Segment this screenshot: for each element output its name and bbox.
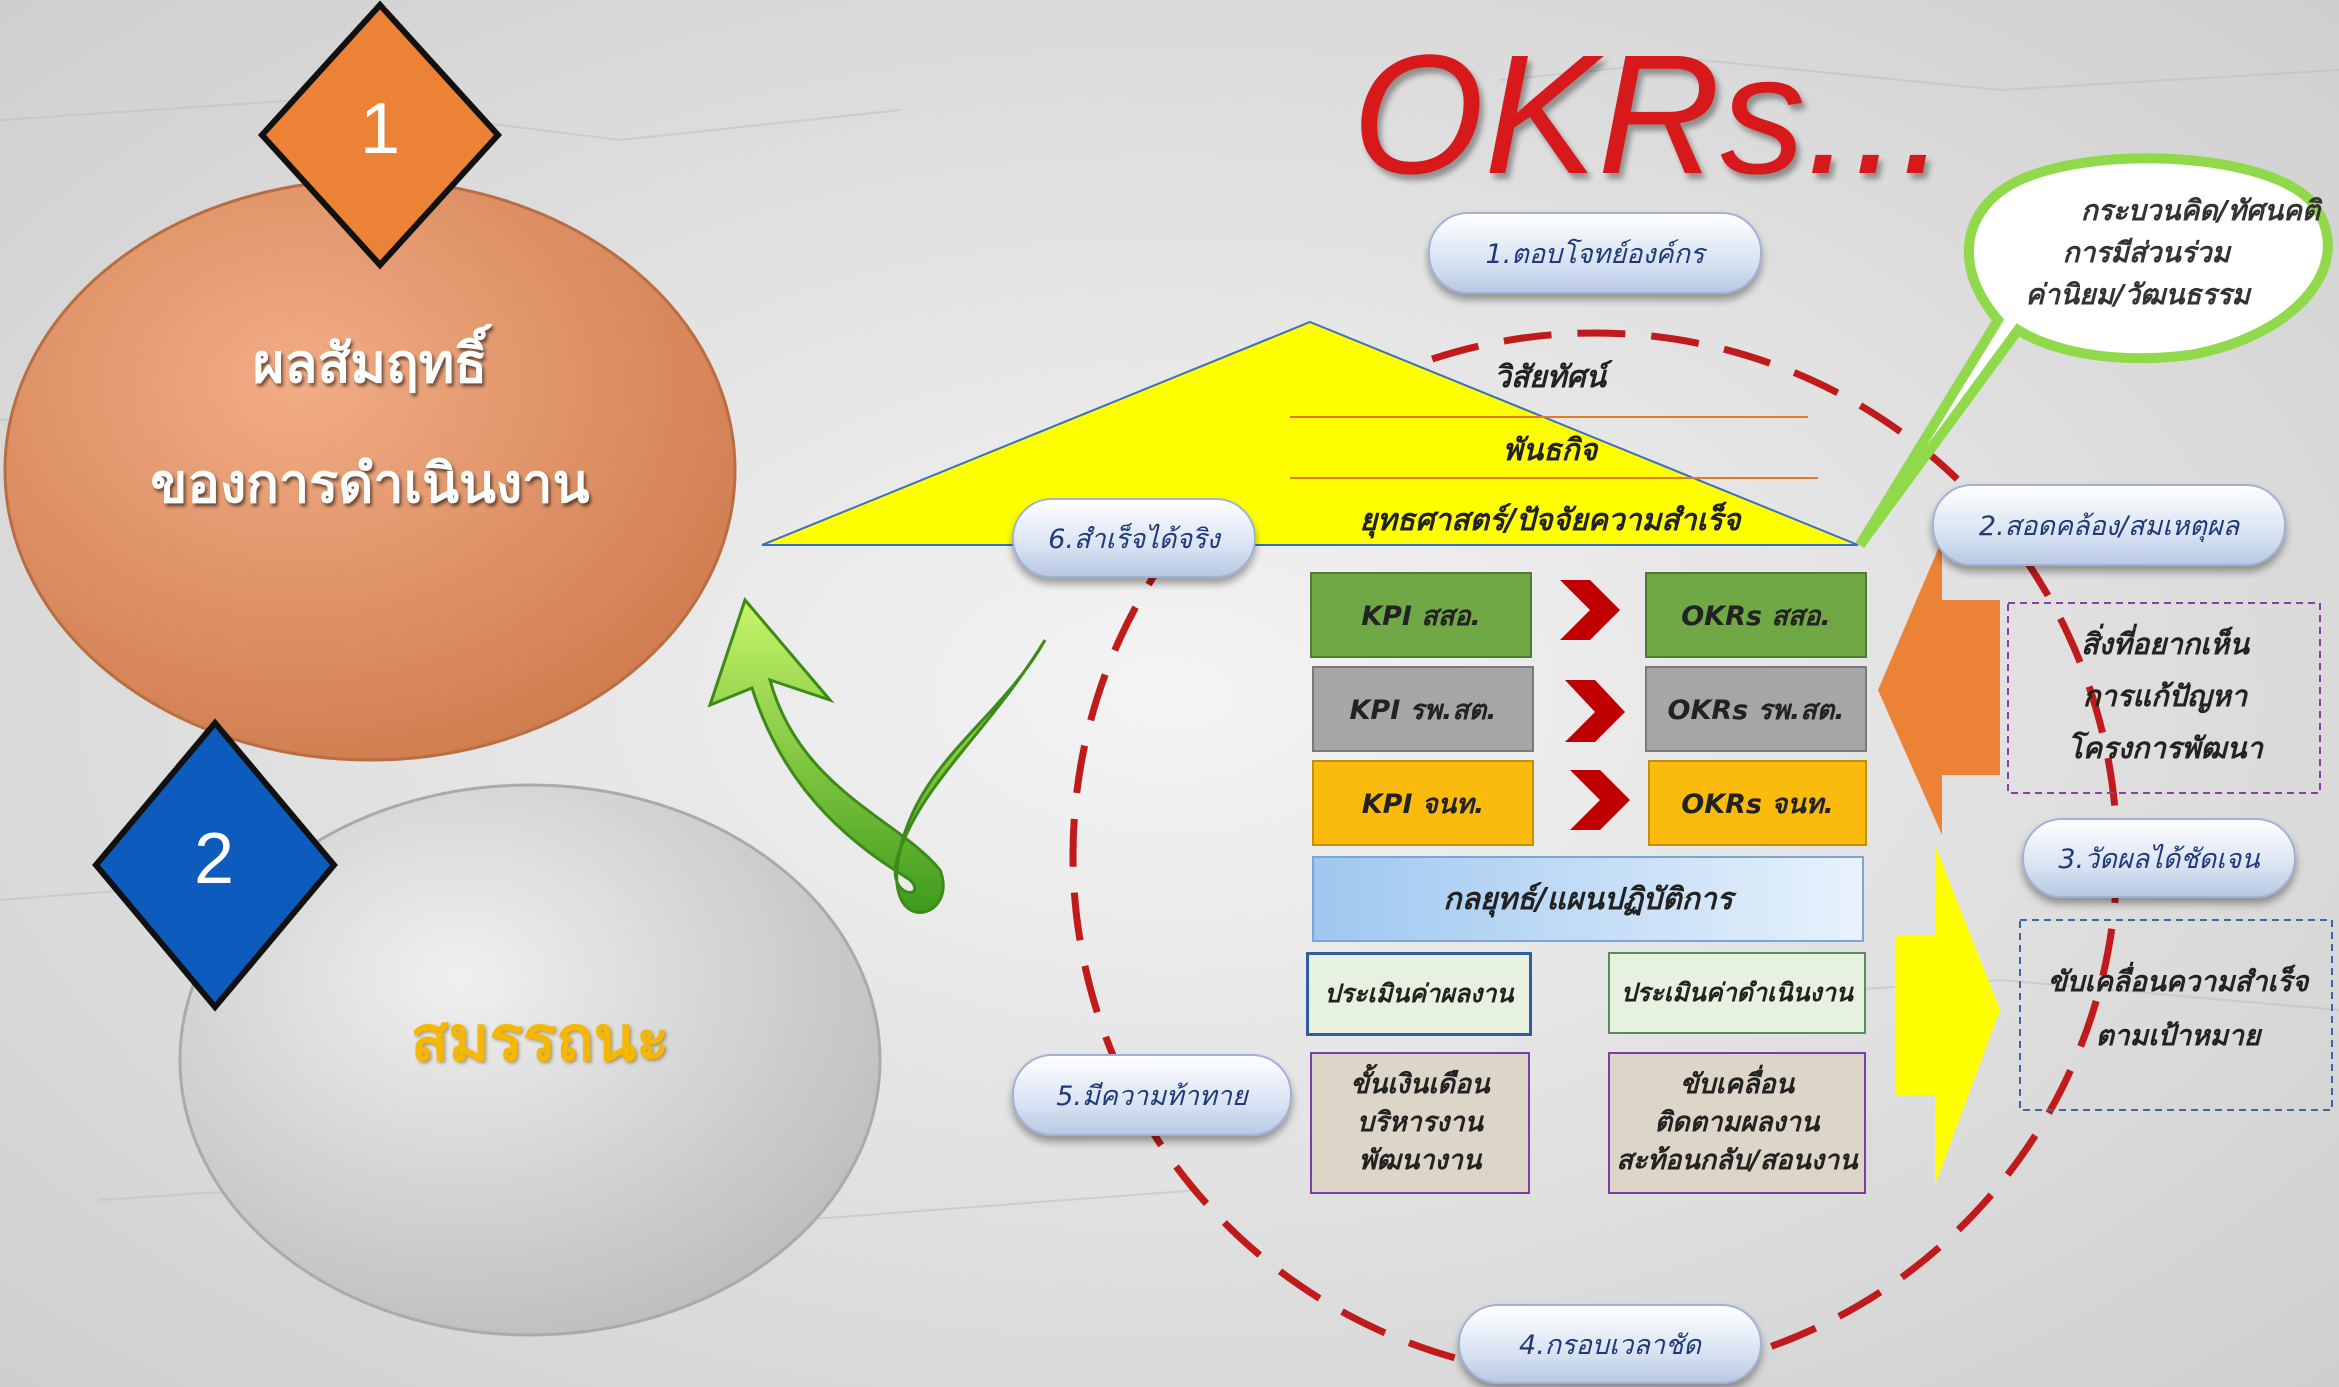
performance-label-line2: ของการดำเนินงาน [150, 452, 590, 515]
chevron-icon-2 [1565, 680, 1625, 742]
callout-line1: กระบวนคิด/ทัศนคติ [2080, 194, 2320, 227]
criterion-1-pill: 1.ตอบโจทย์องค์กร [1428, 212, 1762, 294]
okrs-title: OKRs... [1352, 20, 1948, 210]
diamond-1-number: 1 [360, 89, 401, 169]
pyramid [761, 320, 1859, 546]
drive-text: ขับเคลื่อนความสำเร็จ ตามเป้าหมาย [2026, 955, 2330, 1063]
drive-line2: ตามเป้าหมาย [2095, 1019, 2261, 1052]
callout-bubble [1855, 153, 2333, 548]
wishes-line3: โครงการพัฒนา [2067, 731, 2263, 765]
kpi-box-district: KPI สสอ. [1310, 572, 1532, 658]
outcome-right-line3: สะท้อนกลับ/สอนงาน [1616, 1145, 1858, 1176]
criterion-5-pill: 5.มีความท้าทาย [1012, 1054, 1292, 1136]
outcome-right-line2: ติดตามผลงาน [1654, 1107, 1820, 1138]
outcome-right-line1: ขับเคลื่อน [1679, 1069, 1795, 1100]
orange-arrow-shape [1878, 540, 2000, 835]
criterion-6-pill: 6.สำเร็จได้จริง [1012, 498, 1256, 578]
callout-text: กระบวนคิด/ทัศนคติ การมีส่วนร่วม ค่านิยม/… [2000, 190, 2320, 316]
outcome-left-line1: ขั้นเงินเดือน [1350, 1069, 1490, 1100]
callout-line3: ค่านิยม/วัฒนธรรม [2025, 278, 2250, 311]
wishes-line1: สิ่งที่อยากเห็น [2080, 627, 2250, 661]
outcome-box-left: ขั้นเงินเดือน บริหารงาน พัฒนางาน [1310, 1052, 1530, 1194]
drive-dotted-box [2019, 919, 2333, 1111]
outcome-box-right: ขับเคลื่อน ติดตามผลงาน สะท้อนกลับ/สอนงาน [1608, 1052, 1866, 1194]
okr-box-hospital: OKRs รพ.สต. [1645, 666, 1867, 752]
pyramid-strategy: ยุทธศาสตร์/ปัจจัยความสำเร็จ [1359, 502, 1741, 538]
competency-label: สมรรถนะ [410, 1002, 670, 1075]
outcome-left-line2: บริหารงาน [1357, 1107, 1483, 1138]
pyramid-vision: วิสัยทัศน์ [1493, 359, 1607, 395]
chevron-icon-3 [1570, 770, 1630, 830]
criterion-3-pill: 3.วัดผลได้ชัดเจน [2022, 818, 2296, 898]
drive-line1: ขับเคลื่อนความสำเร็จ [2047, 965, 2309, 998]
outcome-left-line3: พัฒนางาน [1358, 1145, 1482, 1176]
criterion-2-pill: 2.สอดคล้อง/สมเหตุผล [1932, 484, 2286, 566]
wishes-text: สิ่งที่อยากเห็น การแก้ปัญหา โครงการพัฒนา [2020, 618, 2310, 774]
callout-line2: การมีส่วนร่วม [2062, 236, 2230, 269]
kpi-box-staff: KPI จนท. [1312, 760, 1534, 846]
strategy-plan-bar: กลยุทธ์/แผนปฏิบัติการ [1312, 856, 1864, 942]
performance-label-line1: ผลสัมฤทธิ์ [252, 332, 488, 395]
green-curved-arrow-icon [707, 597, 1047, 914]
kpi-box-hospital: KPI รพ.สต. [1312, 666, 1534, 752]
diamond-2 [92, 718, 338, 1012]
criterion-4-pill: 4.กรอบเวลาชัด [1458, 1304, 1762, 1384]
okr-box-district: OKRs สสอ. [1645, 572, 1867, 658]
okr-box-staff: OKRs จนท. [1648, 760, 1867, 846]
diamond-2-number: 2 [194, 819, 235, 899]
yellow-arrow-shape [1895, 845, 2000, 1185]
wishes-dotted-box [2007, 602, 2321, 794]
evaluate-results-box: ประเมินค่าผลงาน [1306, 952, 1532, 1036]
evaluate-operations-box: ประเมินค่าดำเนินงาน [1608, 952, 1866, 1034]
wishes-line2: การแก้ปัญหา [2082, 679, 2248, 713]
pyramid-mission: พันธกิจ [1502, 432, 1598, 468]
competency-ellipse [178, 783, 882, 1337]
diamond-1 [257, 0, 503, 270]
chevron-icon-1 [1560, 580, 1620, 640]
